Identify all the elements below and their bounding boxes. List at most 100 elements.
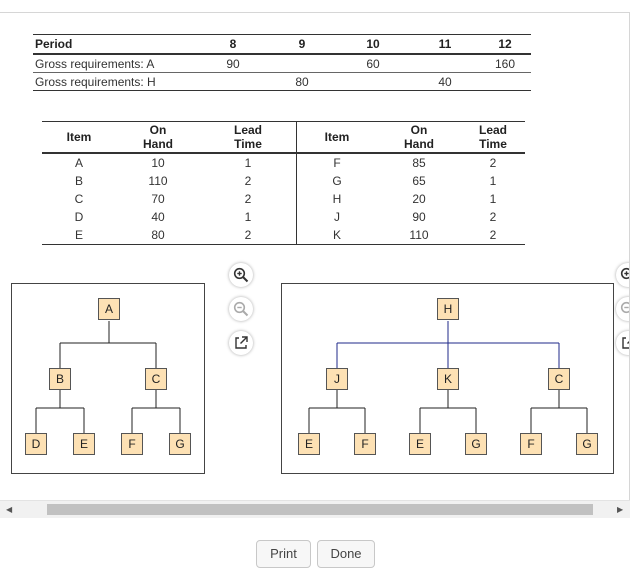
zoom-out-icon [620, 301, 629, 314]
open-external-button[interactable] [229, 331, 253, 355]
cell: 2 [200, 190, 297, 208]
table-row: D 40 1 J 90 2 [42, 208, 525, 226]
cell [197, 72, 269, 91]
zoom-out-icon [233, 301, 249, 317]
cell: 2 [200, 226, 297, 245]
tree-node-k: K [437, 368, 459, 390]
cell: 2 [461, 226, 525, 245]
cell: G [332, 174, 342, 188]
header-period-9: 9 [269, 34, 335, 55]
table-row: Gross requirements: A 90 60 160 [33, 54, 531, 73]
cell: K [296, 226, 377, 245]
header-label: Hand [404, 137, 434, 151]
header-label: Item [324, 130, 350, 144]
cell: 80 [116, 226, 200, 245]
table-row: E 80 2 K 110 2 [42, 226, 525, 245]
table-row: C 70 2 H 20 1 [42, 190, 525, 208]
header-label: Lead [478, 123, 507, 137]
zoom-in-icon [620, 267, 629, 280]
cell: A [74, 156, 83, 170]
header-label: Lead [233, 123, 262, 137]
cell: 1 [489, 174, 497, 188]
arrow-right-icon[interactable]: ▶ [617, 505, 624, 514]
tree-a-connectors [35, 321, 181, 433]
product-tree-h: H J K C E F E G F G [281, 283, 614, 474]
tree-node-h: H [437, 298, 459, 320]
cell: 1 [200, 153, 297, 172]
cell: E [42, 226, 116, 245]
cell: 10 [151, 156, 165, 170]
cell: 2 [489, 156, 497, 170]
external-link-icon [622, 337, 629, 349]
tree-node-b: B [49, 368, 71, 390]
cell: 160 [479, 54, 531, 73]
tree-node-e: E [409, 433, 431, 455]
table-row: A 10 1 F 85 2 [42, 153, 525, 172]
cell [411, 54, 479, 73]
figure-panel: Period 8 9 10 11 12 Gross requirements: … [0, 12, 630, 517]
cell: H [332, 192, 342, 206]
zoom-out-button-right[interactable] [616, 297, 629, 321]
cell [269, 54, 335, 73]
tree-node-e: E [73, 433, 95, 455]
scrollbar-thumb[interactable] [47, 504, 593, 515]
tree-node-g: G [576, 433, 598, 455]
header-label: On [410, 123, 428, 137]
row-label: Gross requirements: A [33, 54, 197, 73]
tree-node-d: D [25, 433, 47, 455]
table-row: Gross requirements: H 80 40 [33, 72, 531, 91]
cell: F [333, 156, 341, 170]
product-tree-a: A B C D E F G [11, 283, 205, 474]
cell: 20 [412, 192, 426, 206]
done-button[interactable]: Done [317, 540, 375, 568]
tree-h-connectors [308, 321, 588, 433]
header-label: Time [479, 137, 507, 151]
horizontal-scrollbar[interactable]: ◀ ▶ [0, 500, 630, 518]
cell: 65 [412, 174, 426, 188]
zoom-in-button-right[interactable] [616, 263, 629, 287]
open-external-button-right[interactable] [616, 331, 629, 355]
cell: 90 [197, 54, 269, 73]
tree-node-j: J [326, 368, 348, 390]
cell: 110 [377, 226, 461, 245]
table-header-row: Period 8 9 10 11 12 [33, 34, 531, 55]
zoom-in-icon [233, 267, 249, 283]
cell: 80 [269, 72, 335, 91]
header-item-b: Item [296, 121, 377, 154]
tree-node-f: F [354, 433, 376, 455]
cell: 110 [148, 174, 168, 188]
header-label: On [149, 123, 167, 137]
cell: 60 [335, 54, 411, 73]
cell: 2 [200, 172, 297, 190]
cell: 2 [489, 210, 497, 224]
print-button[interactable]: Print [256, 540, 311, 568]
zoom-in-button[interactable] [229, 263, 253, 287]
tree-node-e: E [298, 433, 320, 455]
arrow-left-icon[interactable]: ◀ [6, 505, 13, 514]
header-period-8: 8 [197, 34, 269, 55]
header-period-10: 10 [335, 34, 411, 55]
cell: B [74, 174, 83, 188]
header-item: Item [42, 121, 116, 154]
tree-node-c: C [145, 368, 167, 390]
cell: J [334, 210, 340, 224]
cell [479, 72, 531, 91]
tree-node-g: G [169, 433, 191, 455]
cell: C [74, 192, 84, 206]
cell: 1 [200, 208, 297, 226]
zoom-out-button[interactable] [229, 297, 253, 321]
cell: 40 [411, 72, 479, 91]
cell: D [74, 210, 84, 224]
table-row: B 110 2 G 65 1 [42, 172, 525, 190]
tree-node-g: G [465, 433, 487, 455]
tree-node-c: C [548, 368, 570, 390]
cell: 85 [412, 156, 426, 170]
cell: 90 [412, 210, 426, 224]
tree-node-f: F [121, 433, 143, 455]
cell: 40 [151, 210, 165, 224]
cell: 70 [151, 192, 165, 206]
